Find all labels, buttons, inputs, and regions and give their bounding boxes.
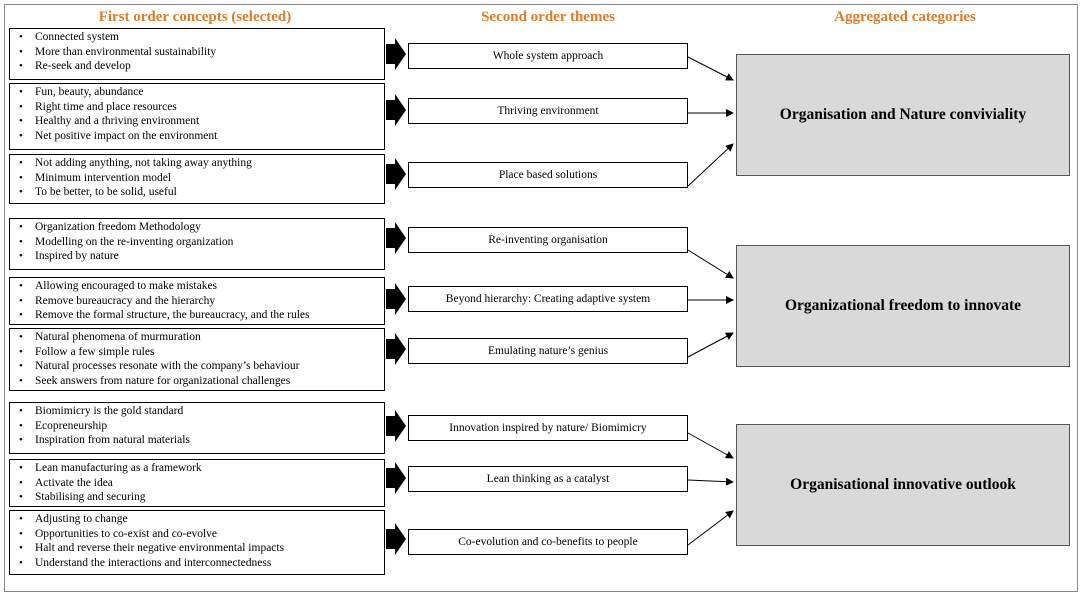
concept-item: Fun, beauty, abundance xyxy=(10,85,384,100)
block-arrow-icon xyxy=(386,410,406,442)
concept-item: Stabilising and securing xyxy=(10,490,384,505)
category-box: Organisation and Nature conviviality xyxy=(736,54,1070,176)
concept-box: Organization freedom Methodology Modelli… xyxy=(9,218,385,270)
concept-item: Net positive impact on the environment xyxy=(10,129,384,144)
concept-item: Natural phenomena of murmuration xyxy=(10,330,384,345)
theme-box: Whole system approach xyxy=(408,43,688,69)
theme-box: Co-evolution and co-benefits to people xyxy=(408,529,688,555)
concept-item: Biomimicry is the gold standard xyxy=(10,404,384,419)
concept-item: Healthy and a thriving environment xyxy=(10,114,384,129)
concept-box: Allowing encouraged to make mistakes Rem… xyxy=(9,277,385,325)
concept-item: Modelling on the re-inventing organizati… xyxy=(10,235,384,250)
concept-item: Organization freedom Methodology xyxy=(10,220,384,235)
block-arrow-icon xyxy=(386,523,406,555)
category-box: Organizational freedom to innovate xyxy=(736,245,1070,367)
concept-item: To be better, to be solid, useful xyxy=(10,185,384,200)
concept-item: Allowing encouraged to make mistakes xyxy=(10,279,384,294)
concept-item: Opportunities to co-exist and co-evolve xyxy=(10,527,384,542)
concept-item: Remove bureaucracy and the hierarchy xyxy=(10,294,384,309)
concept-item: Adjusting to change xyxy=(10,512,384,527)
concept-box: Connected system More than environmental… xyxy=(9,28,385,80)
concept-box: Natural phenomena of murmuration Follow … xyxy=(9,328,385,391)
header-aggregated: Aggregated categories xyxy=(834,9,976,25)
concept-item: Re-seek and develop xyxy=(10,59,384,74)
header-second-order: Second order themes xyxy=(481,9,615,25)
concept-box: Fun, beauty, abundance Right time and pl… xyxy=(9,83,385,150)
concept-item: Connected system xyxy=(10,30,384,45)
concept-item: Understand the interactions and intercon… xyxy=(10,556,384,571)
concept-box: Biomimicry is the gold standard Ecoprene… xyxy=(9,402,385,454)
concept-item: Right time and place resources xyxy=(10,100,384,115)
diagram-frame xyxy=(4,4,1078,592)
theme-box: Innovation inspired by nature/ Biomimicr… xyxy=(408,415,688,441)
concept-item: Follow a few simple rules xyxy=(10,345,384,360)
block-arrow-icon xyxy=(386,333,406,365)
block-arrow-icon xyxy=(386,283,406,315)
category-box: Organisational innovative outlook xyxy=(736,424,1070,546)
concept-item: Activate the idea xyxy=(10,476,384,491)
block-arrow-icon xyxy=(386,158,406,190)
concept-item: Minimum intervention model xyxy=(10,171,384,186)
theme-box: Place based solutions xyxy=(408,162,688,188)
concept-box: Lean manufacturing as a framework Activa… xyxy=(9,459,385,507)
concept-item: Ecopreneurship xyxy=(10,419,384,434)
header-first-order: First order concepts (selected) xyxy=(98,9,292,25)
concept-item: Inspired by nature xyxy=(10,249,384,264)
theme-box: Emulating nature’s genius xyxy=(408,338,688,364)
concept-box: Not adding anything, not taking away any… xyxy=(9,154,385,204)
theme-box: Re-inventing organisation xyxy=(408,227,688,253)
concept-item: Lean manufacturing as a framework xyxy=(10,461,384,476)
concept-item: Inspiration from natural materials xyxy=(10,433,384,448)
theme-box: Beyond hierarchy: Creating adaptive syst… xyxy=(408,286,688,312)
concept-item: Natural processes resonate with the comp… xyxy=(10,359,384,374)
block-arrow-icon xyxy=(386,94,406,126)
concept-item: Remove the formal structure, the bureauc… xyxy=(10,308,384,323)
concept-box: Adjusting to change Opportunities to co-… xyxy=(9,510,385,575)
theme-box: Thriving environment xyxy=(408,98,688,124)
block-arrow-icon xyxy=(386,462,406,494)
concept-item: Halt and reverse their negative environm… xyxy=(10,541,384,556)
theme-box: Lean thinking as a catalyst xyxy=(408,466,688,492)
concept-item: Not adding anything, not taking away any… xyxy=(10,156,384,171)
concept-item: More than environmental sustainability xyxy=(10,45,384,60)
block-arrow-icon xyxy=(386,38,406,70)
concept-item: Seek answers from nature for organizatio… xyxy=(10,374,384,389)
block-arrow-icon xyxy=(386,222,406,254)
